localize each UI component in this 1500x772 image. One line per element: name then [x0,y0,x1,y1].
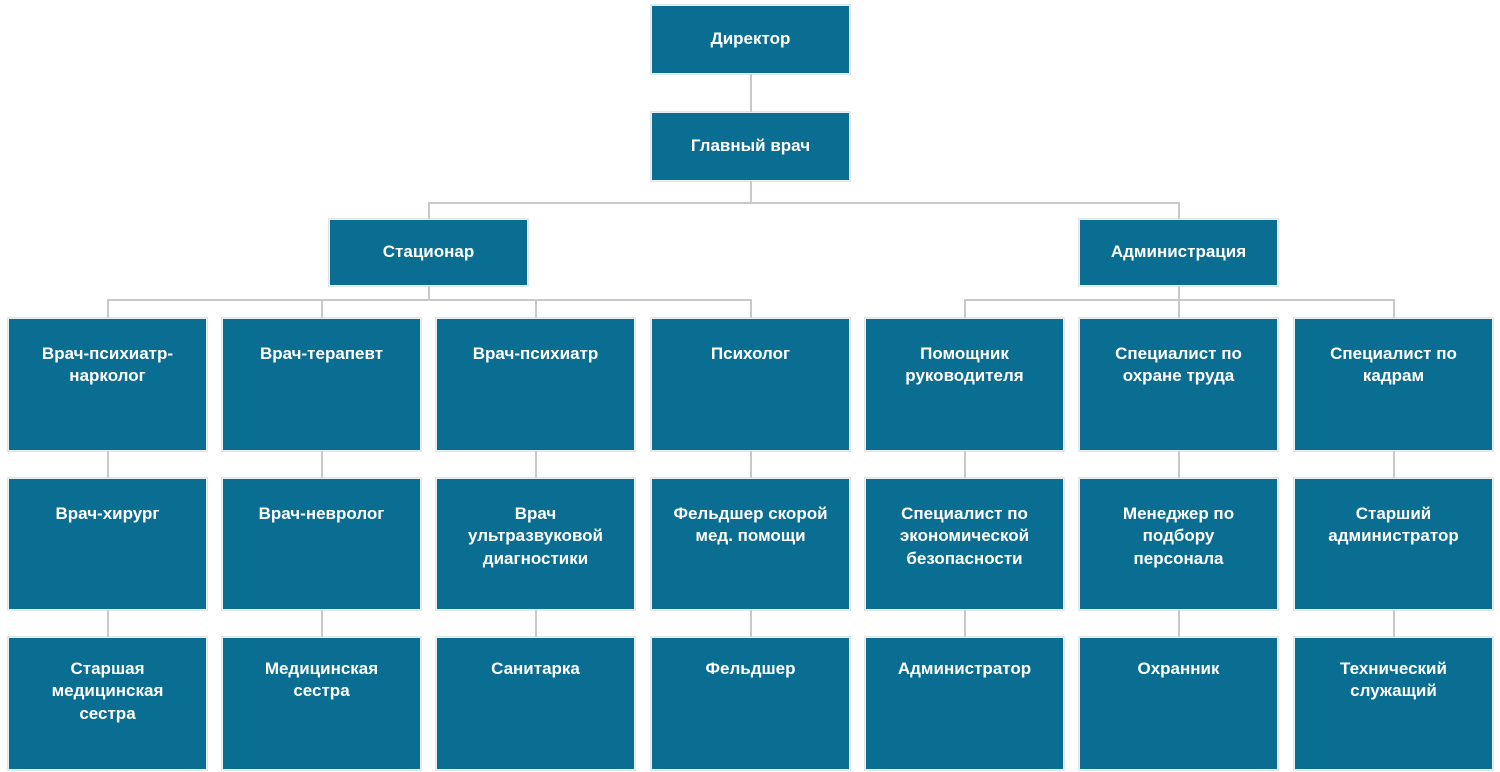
connector-bus-to-administration [1178,202,1180,219]
node-ultrasound-doctor-label: Врач ультразвуковой диагностики [467,504,604,568]
connector-col3-r4-r5 [535,451,537,478]
connector-chief-bus [428,202,1180,204]
node-psychiatrist-narcologist[interactable]: Врач-психиатр- нарколог [8,318,207,451]
node-orderly-label: Санитарка [491,659,580,678]
node-administrator[interactable]: Администратор [865,637,1064,770]
node-psychiatrist-label: Врач-психиатр [472,344,599,363]
node-administration[interactable]: Администрация [1079,219,1278,286]
connector-col3-r5-r6 [535,610,537,637]
node-orderly[interactable]: Санитарка [436,637,635,770]
node-economic-security-specialist-label: Специалист по экономической безопасности [899,504,1030,568]
connector-col7-r5-r6 [1393,610,1395,637]
node-chief-doctor[interactable]: Главный врач [651,112,850,181]
node-psychologist-label: Психолог [710,344,791,363]
connector-col7-r4-r5 [1393,451,1395,478]
connector-administration-child-3 [1393,299,1395,318]
connector-administration-drop [1178,286,1180,300]
node-recruitment-manager-label: Менеджер по подбору персонала [1122,504,1235,568]
connector-col2-r4-r5 [321,451,323,478]
node-technical-staff-label: Технический служащий [1340,659,1447,701]
node-security-guard-label: Охранник [1137,659,1220,678]
node-inpatient-label: Стационар [382,242,475,262]
connector-col6-r5-r6 [1178,610,1180,637]
node-chief-doctor-label: Главный врач [690,136,811,156]
connector-inpatient-child-3 [535,299,537,318]
connector-col1-r5-r6 [107,610,109,637]
connector-col1-r4-r5 [107,451,109,478]
node-labor-safety-specialist-label: Специалист по охране труда [1115,344,1242,386]
node-head-nurse-label: Старшая медицинская сестра [51,659,164,723]
node-economic-security-specialist[interactable]: Специалист по экономической безопасности [865,478,1064,610]
node-therapist-label: Врач-терапевт [259,344,384,363]
connector-col5-r5-r6 [964,610,966,637]
connector-administration-child-1 [964,299,966,318]
node-security-guard[interactable]: Охранник [1079,637,1278,770]
node-director[interactable]: Директор [651,5,850,74]
node-director-label: Директор [710,29,791,49]
connector-administration-child-2 [1178,299,1180,318]
connector-bus-to-inpatient [428,202,430,219]
connector-inpatient-drop [428,286,430,300]
node-ambulance-paramedic-label: Фельдшер скорой мед. помощи [673,504,828,546]
node-psychologist[interactable]: Психолог [651,318,850,451]
node-inpatient[interactable]: Стационар [329,219,528,286]
node-recruitment-manager[interactable]: Менеджер по подбору персонала [1079,478,1278,610]
connector-administration-bus [964,299,1394,301]
node-paramedic-label: Фельдшер [705,659,796,678]
node-neurologist-label: Врач-невролог [258,504,385,523]
connector-col4-r5-r6 [750,610,752,637]
node-senior-administrator[interactable]: Старший администратор [1294,478,1493,610]
node-assistant-manager-label: Помощник руководителя [905,344,1024,386]
connector-chief-drop [750,181,752,203]
node-labor-safety-specialist[interactable]: Специалист по охране труда [1079,318,1278,451]
node-surgeon[interactable]: Врач-хирург [8,478,207,610]
connector-col4-r4-r5 [750,451,752,478]
connector-col5-r4-r5 [964,451,966,478]
connector-inpatient-child-1 [107,299,109,318]
node-senior-administrator-label: Старший администратор [1328,504,1459,546]
node-ambulance-paramedic[interactable]: Фельдшер скорой мед. помощи [651,478,850,610]
node-therapist[interactable]: Врач-терапевт [222,318,421,451]
connector-inpatient-child-4 [750,299,752,318]
node-psychiatrist[interactable]: Врач-психиатр [436,318,635,451]
connector-inpatient-bus [107,299,751,301]
connector-director-to-chief [750,74,752,112]
node-head-nurse[interactable]: Старшая медицинская сестра [8,637,207,770]
node-hr-specialist[interactable]: Специалист по кадрам [1294,318,1493,451]
node-administrator-label: Администратор [897,659,1032,678]
node-administration-label: Администрация [1110,242,1247,262]
node-surgeon-label: Врач-хирург [55,504,160,523]
node-technical-staff[interactable]: Технический служащий [1294,637,1493,770]
node-nurse-label: Медицинская сестра [264,659,379,701]
node-neurologist[interactable]: Врач-невролог [222,478,421,610]
connector-col6-r4-r5 [1178,451,1180,478]
node-psychiatrist-narcologist-label: Врач-психиатр- нарколог [41,344,174,386]
node-ultrasound-doctor[interactable]: Врач ультразвуковой диагностики [436,478,635,610]
node-nurse[interactable]: Медицинская сестра [222,637,421,770]
connector-col2-r5-r6 [321,610,323,637]
node-paramedic[interactable]: Фельдшер [651,637,850,770]
node-hr-specialist-label: Специалист по кадрам [1330,344,1457,386]
connector-inpatient-child-2 [321,299,323,318]
node-assistant-manager[interactable]: Помощник руководителя [865,318,1064,451]
